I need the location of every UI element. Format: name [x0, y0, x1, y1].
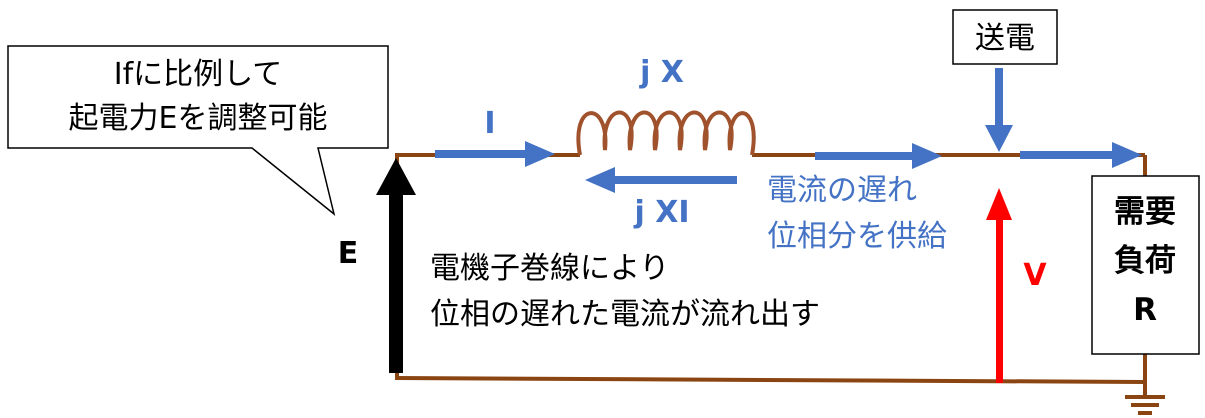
label-voltage-drop: j XI — [633, 195, 689, 230]
load-box: 需要 負荷 R — [1091, 175, 1200, 355]
load-line-2: 負荷 — [1114, 243, 1176, 279]
lag-current-arrow-right — [1020, 142, 1142, 168]
transmission-box: 送電 — [952, 9, 1058, 65]
armature-note-line-1: 電機子巻線により — [430, 251, 669, 286]
armature-note-line-2: 位相の遅れた電流が流れ出す — [430, 297, 820, 332]
voltage-arrow-V — [986, 188, 1012, 383]
load-line-1: 需要 — [1114, 194, 1176, 230]
label-reactance: j X — [639, 55, 684, 90]
lag-supply-line-1: 電流の遅れ — [767, 173, 917, 208]
current-arrow-I — [435, 141, 555, 167]
callout-bubble: Ifに比例して 起電力Eを調整可能 — [7, 45, 389, 216]
voltage-drop-arrow — [585, 167, 737, 193]
label-current-I: I — [484, 106, 495, 141]
lag-supply-line-2: 位相分を供給 — [767, 219, 947, 254]
label-voltage-V: V — [1023, 258, 1047, 293]
load-line-3: R — [1133, 292, 1157, 328]
callout-line-1: Ifに比例して — [114, 57, 283, 92]
callout-line-2: 起電力Eを調整可能 — [69, 101, 328, 136]
inductor-coil — [576, 110, 756, 156]
transmission-label: 送電 — [975, 21, 1035, 56]
ground-icon — [1125, 395, 1165, 415]
transmission-arrow — [985, 68, 1013, 152]
lag-current-arrow-mid — [815, 143, 942, 169]
bottom-wire — [394, 376, 1146, 384]
emf-arrow-E — [376, 158, 416, 373]
label-emf-E: E — [338, 236, 359, 271]
